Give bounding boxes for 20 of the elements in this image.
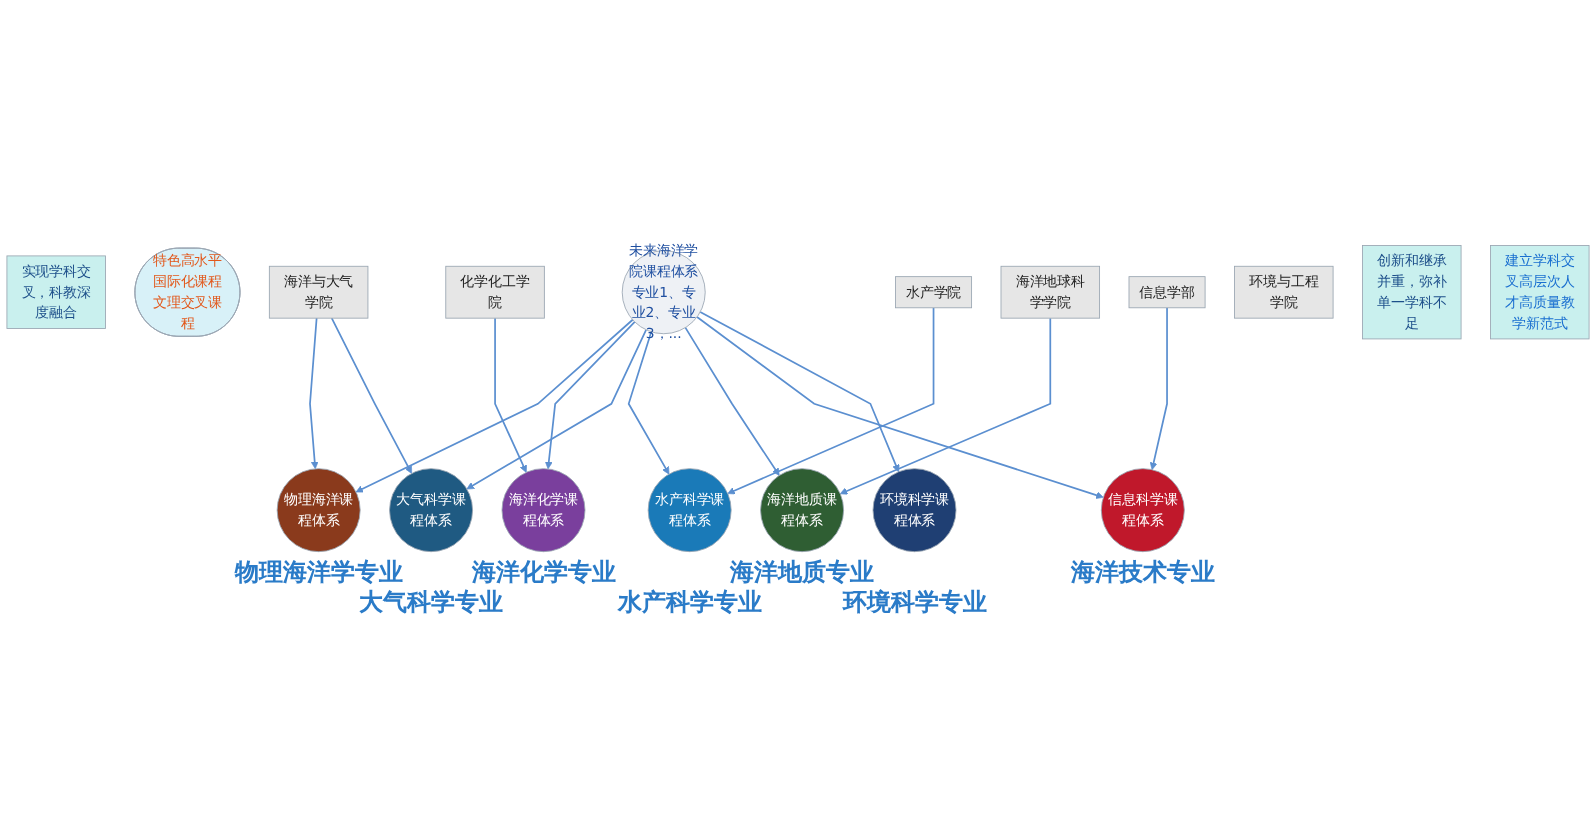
major-label: 海洋化学专业 (471, 555, 616, 589)
arrow (355, 318, 634, 493)
arrow (696, 316, 1104, 499)
major-label: 大气科学专业 (359, 585, 504, 620)
major-label: 海洋地质专业 (730, 555, 875, 589)
major-label: 环境科学专业 (842, 585, 987, 620)
arrow (684, 326, 780, 476)
arrow (494, 317, 527, 473)
major-label: 海洋技术专业 (1070, 555, 1215, 590)
major-label: 物理海洋学专业 (234, 555, 403, 589)
arrow (309, 317, 319, 470)
arrow (699, 311, 900, 473)
arrow (727, 306, 935, 495)
arrow (466, 328, 647, 490)
arrow (839, 317, 1052, 495)
major-label: 水产科学专业 (617, 585, 762, 620)
arrow (627, 330, 670, 475)
arrow (1149, 306, 1168, 471)
arrow (545, 321, 636, 470)
arrow (330, 317, 412, 474)
